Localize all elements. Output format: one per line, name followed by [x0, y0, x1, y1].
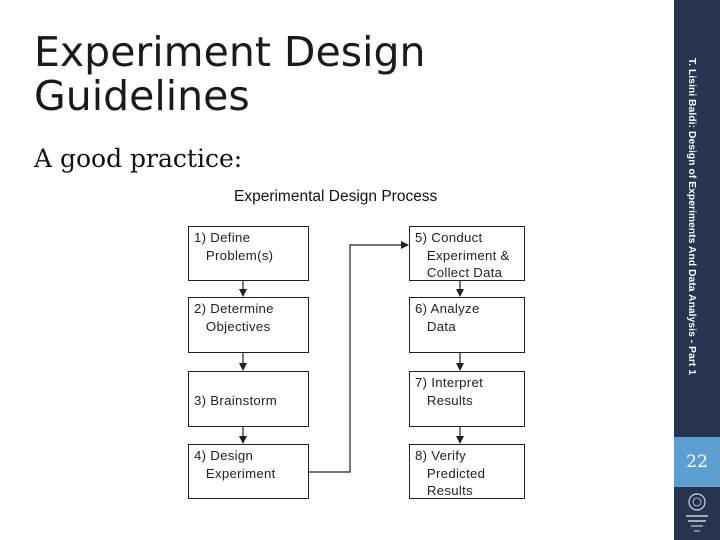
step-analyze-data: 6) Analyze Data	[409, 297, 525, 353]
diagram-title: Experimental Design Process	[234, 188, 438, 205]
arrow-4-to-5	[309, 241, 409, 473]
diagram-connectors	[239, 241, 464, 473]
slide-subtitle: A good practice:	[34, 144, 243, 173]
slide-title: Experiment Design Guidelines	[34, 28, 426, 120]
page-number-box	[674, 437, 720, 487]
step-design-experiment: 4) Design Experiment	[188, 444, 309, 499]
side-bar-text: T. Lisini Baldi: Design of Experiments A…	[686, 58, 697, 376]
step-conduct-experiment: 5) Conduct Experiment & Collect Data	[409, 226, 525, 281]
step-interpret-results: 7) Interpret Results	[409, 371, 525, 427]
page-number: 22	[686, 452, 708, 472]
step-verify-results: 8) Verify Predicted Results	[409, 444, 525, 499]
university-seal-icon	[686, 493, 708, 532]
step-brainstorm: 3) Brainstorm	[188, 371, 309, 427]
step-define-problem: 1) Define Problem(s)	[188, 226, 309, 281]
step-determine-objectives: 2) Determine Objectives	[188, 297, 309, 353]
process-diagram: Experimental Design Process 1) Define Pr…	[188, 188, 525, 499]
